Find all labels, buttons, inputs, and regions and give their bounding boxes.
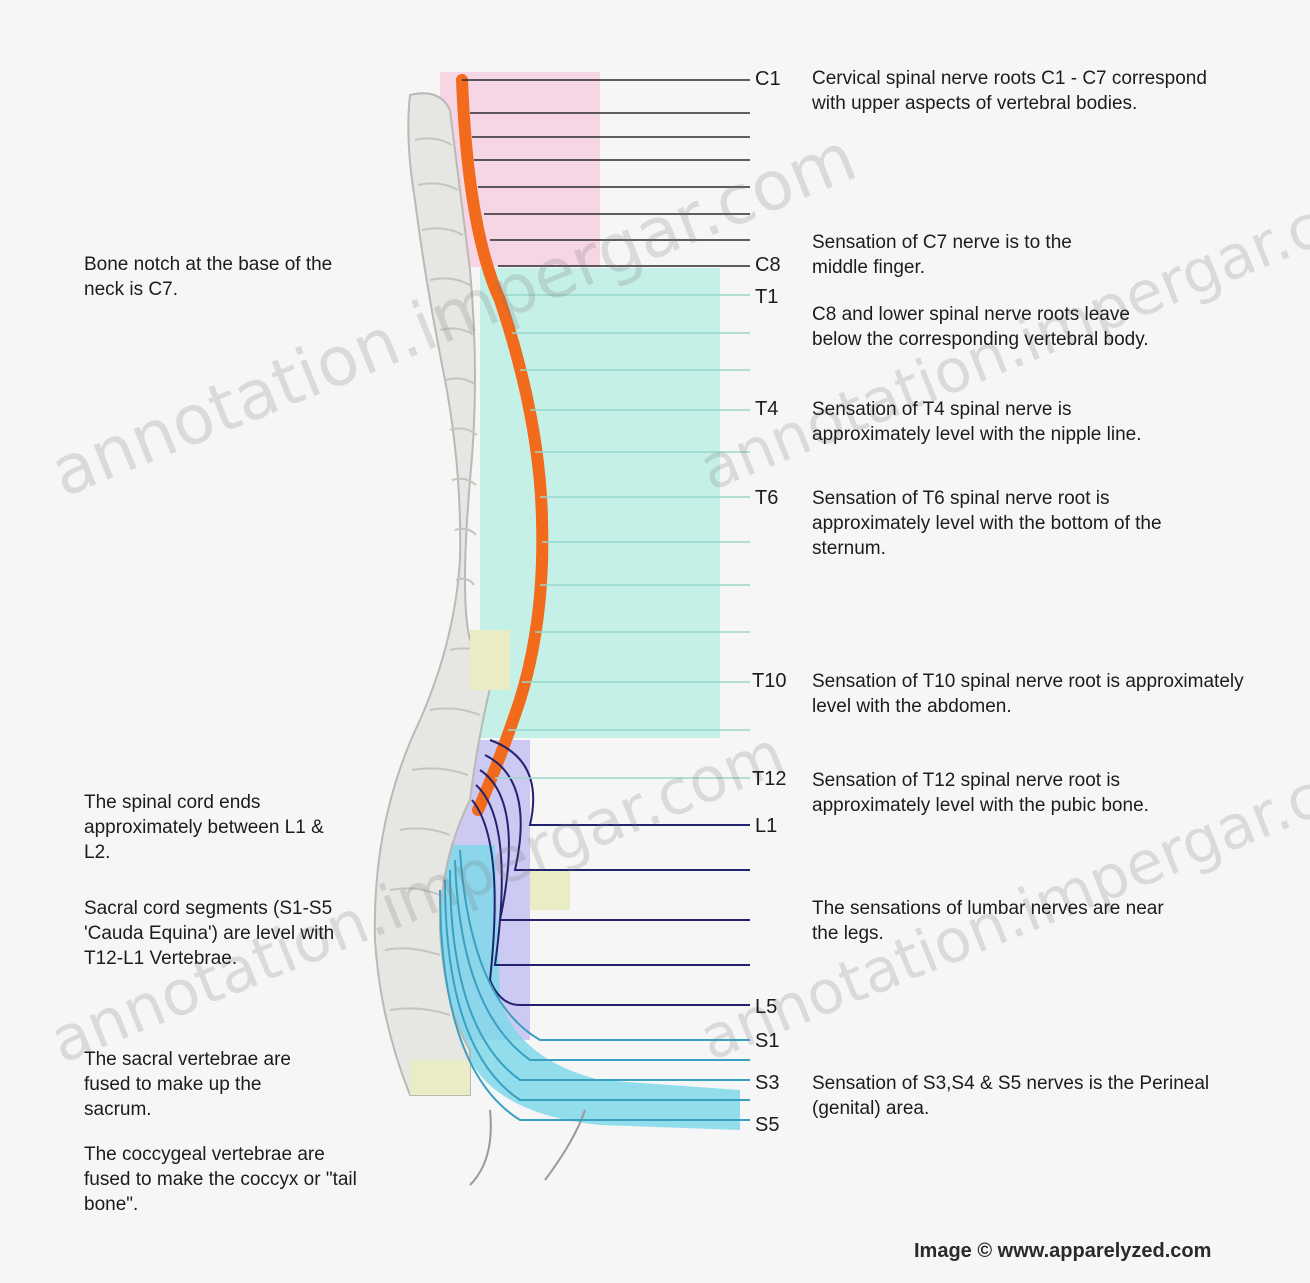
vertebra-accent-lumbar: [530, 870, 570, 910]
note-coccyx: The coccygeal vertebrae are fused to mak…: [84, 1142, 374, 1217]
note-sacral-segments: Sacral cord segments (S1-S5 'Cauda Equin…: [84, 896, 369, 971]
coccyx-line-left: [470, 1110, 491, 1185]
vertebra-accent-thoracic: [470, 630, 510, 690]
note-c7: Sensation of C7 nerve is to the middle f…: [812, 230, 1132, 280]
note-t6: Sensation of T6 spinal nerve root is app…: [812, 486, 1222, 561]
level-label-t1: T1: [755, 286, 797, 308]
note-cord-ends: The spinal cord ends approximately betwe…: [84, 790, 334, 865]
level-label-s3: S3: [755, 1072, 797, 1094]
level-label-c8: C8: [755, 254, 797, 276]
level-label-l5: L5: [755, 996, 797, 1018]
note-sacral: Sensation of S3,S4 & S5 nerves is the Pe…: [812, 1071, 1252, 1121]
level-label-t10: T10: [752, 670, 794, 692]
level-label-t12: T12: [752, 768, 794, 790]
sacrum-block: [410, 1060, 470, 1095]
note-sacrum: The sacral vertebrae are fused to make u…: [84, 1047, 334, 1122]
note-lumbar: The sensations of lumbar nerves are near…: [812, 896, 1192, 946]
note-bone-notch: Bone notch at the base of the neck is C7…: [84, 252, 354, 302]
image-credit: Image © www.apparelyzed.com: [914, 1240, 1211, 1263]
note-t12: Sensation of T12 spinal nerve root is ap…: [812, 768, 1232, 818]
note-t4: Sensation of T4 spinal nerve is approxim…: [812, 397, 1172, 447]
level-label-l1: L1: [755, 815, 797, 837]
note-cervical: Cervical spinal nerve roots C1 - C7 corr…: [812, 66, 1212, 116]
level-label-t6: T6: [755, 487, 797, 509]
level-label-s1: S1: [755, 1030, 797, 1052]
level-label-c1: C1: [755, 68, 797, 90]
note-t10: Sensation of T10 spinal nerve root is ap…: [812, 669, 1252, 719]
level-label-s5: S5: [755, 1114, 797, 1136]
note-c8: C8 and lower spinal nerve roots leave be…: [812, 302, 1172, 352]
level-label-t4: T4: [755, 398, 797, 420]
